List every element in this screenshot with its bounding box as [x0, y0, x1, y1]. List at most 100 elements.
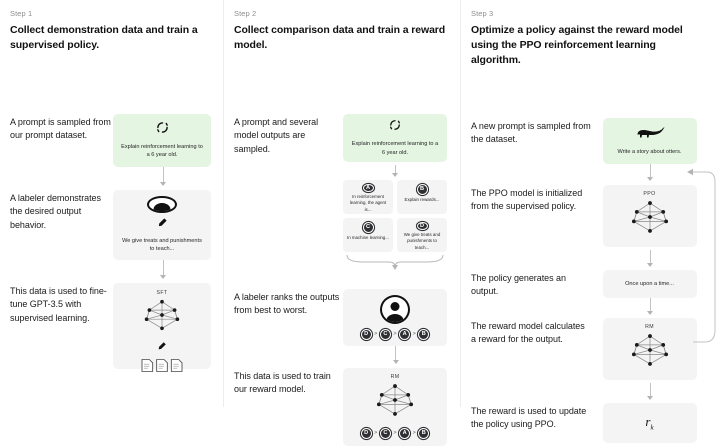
option-text: In machine learning...	[347, 234, 389, 240]
step-1-column: Step 1 Collect demonstration data and tr…	[0, 0, 223, 407]
model-outputs-grid: A In reinforcement learning, the agent i…	[343, 179, 447, 252]
pencil-icon	[157, 215, 168, 233]
step-2-caption-1: A prompt and several model outputs are s…	[234, 116, 319, 155]
output-option-d[interactable]: D We give treats and punishments to teac…	[397, 217, 447, 252]
step-2-column: Step 2 Collect comparison data and train…	[223, 0, 460, 446]
document-icon	[140, 358, 184, 378]
step-3-title: Optimize a policy against the reward mod…	[471, 24, 683, 66]
step-1-graphic-1: Explain reinforcement learning to a 6 ye…	[113, 113, 211, 167]
sft-card[interactable]: SFT	[113, 282, 211, 372]
step-1-graphic-3: SFT	[113, 282, 211, 372]
step-2-row-prompt: A prompt and several model outputs are s…	[234, 113, 448, 270]
arrow-step2-1	[392, 164, 398, 177]
option-text: We give treats and punishments to teach.…	[403, 231, 441, 250]
reward-card[interactable]: rk	[602, 402, 697, 443]
rank-separator: >	[393, 430, 397, 437]
step-1-caption-2: A labeler demonstrates the desired outpu…	[10, 192, 101, 231]
step-1-caption-3: This data is used to fine-tune GPT-3.5 w…	[10, 285, 107, 324]
option-badge: D	[416, 221, 428, 230]
step-1-caption-1: A prompt is sampled from our prompt data…	[10, 116, 111, 141]
arrow-step3-1	[647, 163, 653, 181]
neural-network-icon	[373, 382, 417, 423]
step-1-row-prompt: A prompt is sampled from our prompt data…	[10, 113, 211, 167]
labeler-card[interactable]: We give treats and punishments to teach.…	[113, 189, 211, 260]
prompt-card-step3[interactable]: Write a story about otters.	[602, 117, 697, 164]
step-2-graphic-2: D > C > A > B	[342, 288, 448, 346]
neural-network-icon	[141, 298, 183, 337]
output-card-text: Once upon a time...	[625, 280, 674, 287]
arrow-step1-1	[160, 166, 166, 186]
step-1-label: Step 1	[10, 9, 33, 18]
rm-card-tag: RM	[390, 373, 400, 380]
ppo-card[interactable]: PPO	[602, 184, 697, 247]
rank-badge: D	[360, 328, 372, 340]
output-option-c[interactable]: C In machine learning...	[343, 217, 393, 252]
arrow-step2-2	[392, 345, 399, 364]
step-3-caption-2: The PPO model is initialized from the su…	[471, 187, 583, 212]
step-3-caption-4: The reward model calculates a reward for…	[471, 320, 585, 345]
step-1-title: Collect demonstration data and train a s…	[10, 24, 198, 51]
option-badge: B	[416, 183, 428, 195]
reward-symbol-subscript: k	[650, 423, 654, 432]
prompt-card-step2-text: Explain reinforcement learning to a 6 ye…	[351, 141, 439, 156]
rlhf-diagram: Step 1 Collect demonstration data and tr…	[0, 0, 720, 407]
step-3-caption-5: The reward is used to update the policy …	[471, 405, 587, 430]
rank-separator: >	[412, 430, 416, 437]
option-badge: C	[362, 221, 374, 233]
rank-badge: B	[418, 427, 430, 439]
step-3-graphic-4: RM	[591, 317, 708, 380]
step-3-row-prompt: A new prompt is sampled from the dataset…	[471, 117, 708, 164]
option-text: Explain rewards...	[404, 196, 440, 202]
neural-network-icon	[628, 199, 672, 240]
otter-icon	[634, 125, 666, 144]
step-3-graphic-2: PPO	[591, 184, 708, 247]
rank-badge: C	[379, 328, 391, 340]
output-card[interactable]: Once upon a time...	[602, 269, 697, 298]
reward-symbol: rk	[645, 414, 653, 432]
ranking-card[interactable]: D > C > A > B	[343, 288, 447, 346]
step-2-label: Step 2	[234, 9, 257, 18]
refresh-circle-icon	[389, 118, 401, 136]
rank-badge: B	[418, 328, 430, 340]
step-1-row-labeler: A labeler demonstrates the desired outpu…	[10, 189, 211, 260]
labeler-card-text: We give treats and punishments to teach.…	[122, 238, 202, 253]
rank-separator: >	[393, 331, 397, 338]
person-icon	[380, 294, 410, 324]
step-3-row-ppo: The PPO model is initialized from the su…	[471, 184, 708, 247]
prompt-card-step1-text: Explain reinforcement learning to a 6 ye…	[121, 143, 203, 159]
output-option-a[interactable]: A In reinforcement learning, the agent i…	[343, 179, 393, 214]
step-2-row-ranking: A labeler ranks the outputs from best to…	[234, 288, 448, 346]
rm-card-tag: RM	[645, 323, 654, 330]
arrow-step3-2	[647, 249, 653, 267]
rank-badge: D	[360, 427, 372, 439]
sft-card-tag: SFT	[156, 289, 168, 296]
rm-ranking-sequence: D > C > A > B	[360, 427, 430, 439]
rank-separator: >	[374, 331, 378, 338]
step-3-column: Step 3 Optimize a policy against the rew…	[460, 0, 720, 443]
step-3-row-rm: The reward model calculates a reward for…	[471, 317, 708, 380]
step-3-caption-3: The policy generates an output.	[471, 272, 566, 297]
rank-badge: A	[399, 328, 411, 340]
ppo-card-tag: PPO	[643, 190, 656, 197]
prompt-card-step2[interactable]: Explain reinforcement learning to a 6 ye…	[343, 113, 447, 162]
arrow-step3-3	[647, 297, 653, 315]
output-option-b[interactable]: B Explain rewards...	[397, 179, 447, 214]
prompt-card-step1[interactable]: Explain reinforcement learning to a 6 ye…	[113, 113, 211, 167]
ranking-sequence: D > C > A > B	[360, 328, 430, 340]
person-icon	[147, 195, 177, 214]
rank-separator: >	[412, 331, 416, 338]
option-badge: A	[362, 183, 374, 192]
prompt-card-step3-text: Write a story about otters.	[617, 149, 682, 156]
feedback-arrow-icon	[685, 130, 719, 367]
step-3-graphic-3: Once upon a time...	[591, 269, 708, 298]
arrow-step3-4	[647, 382, 653, 400]
step-2-caption-3: This data is used to train our reward mo…	[234, 370, 331, 395]
refresh-circle-icon	[156, 121, 169, 139]
step-3-graphic-1: Write a story about otters.	[591, 117, 708, 164]
neural-network-icon	[628, 332, 672, 373]
step-1-graphic-2: We give treats and punishments to teach.…	[113, 189, 211, 260]
step-3-graphic-5: rk	[591, 402, 708, 443]
pencil-icon	[157, 338, 167, 356]
reward-model-card-step3[interactable]: RM	[602, 317, 697, 380]
step-3-caption-1: A new prompt is sampled from the dataset…	[471, 120, 591, 145]
